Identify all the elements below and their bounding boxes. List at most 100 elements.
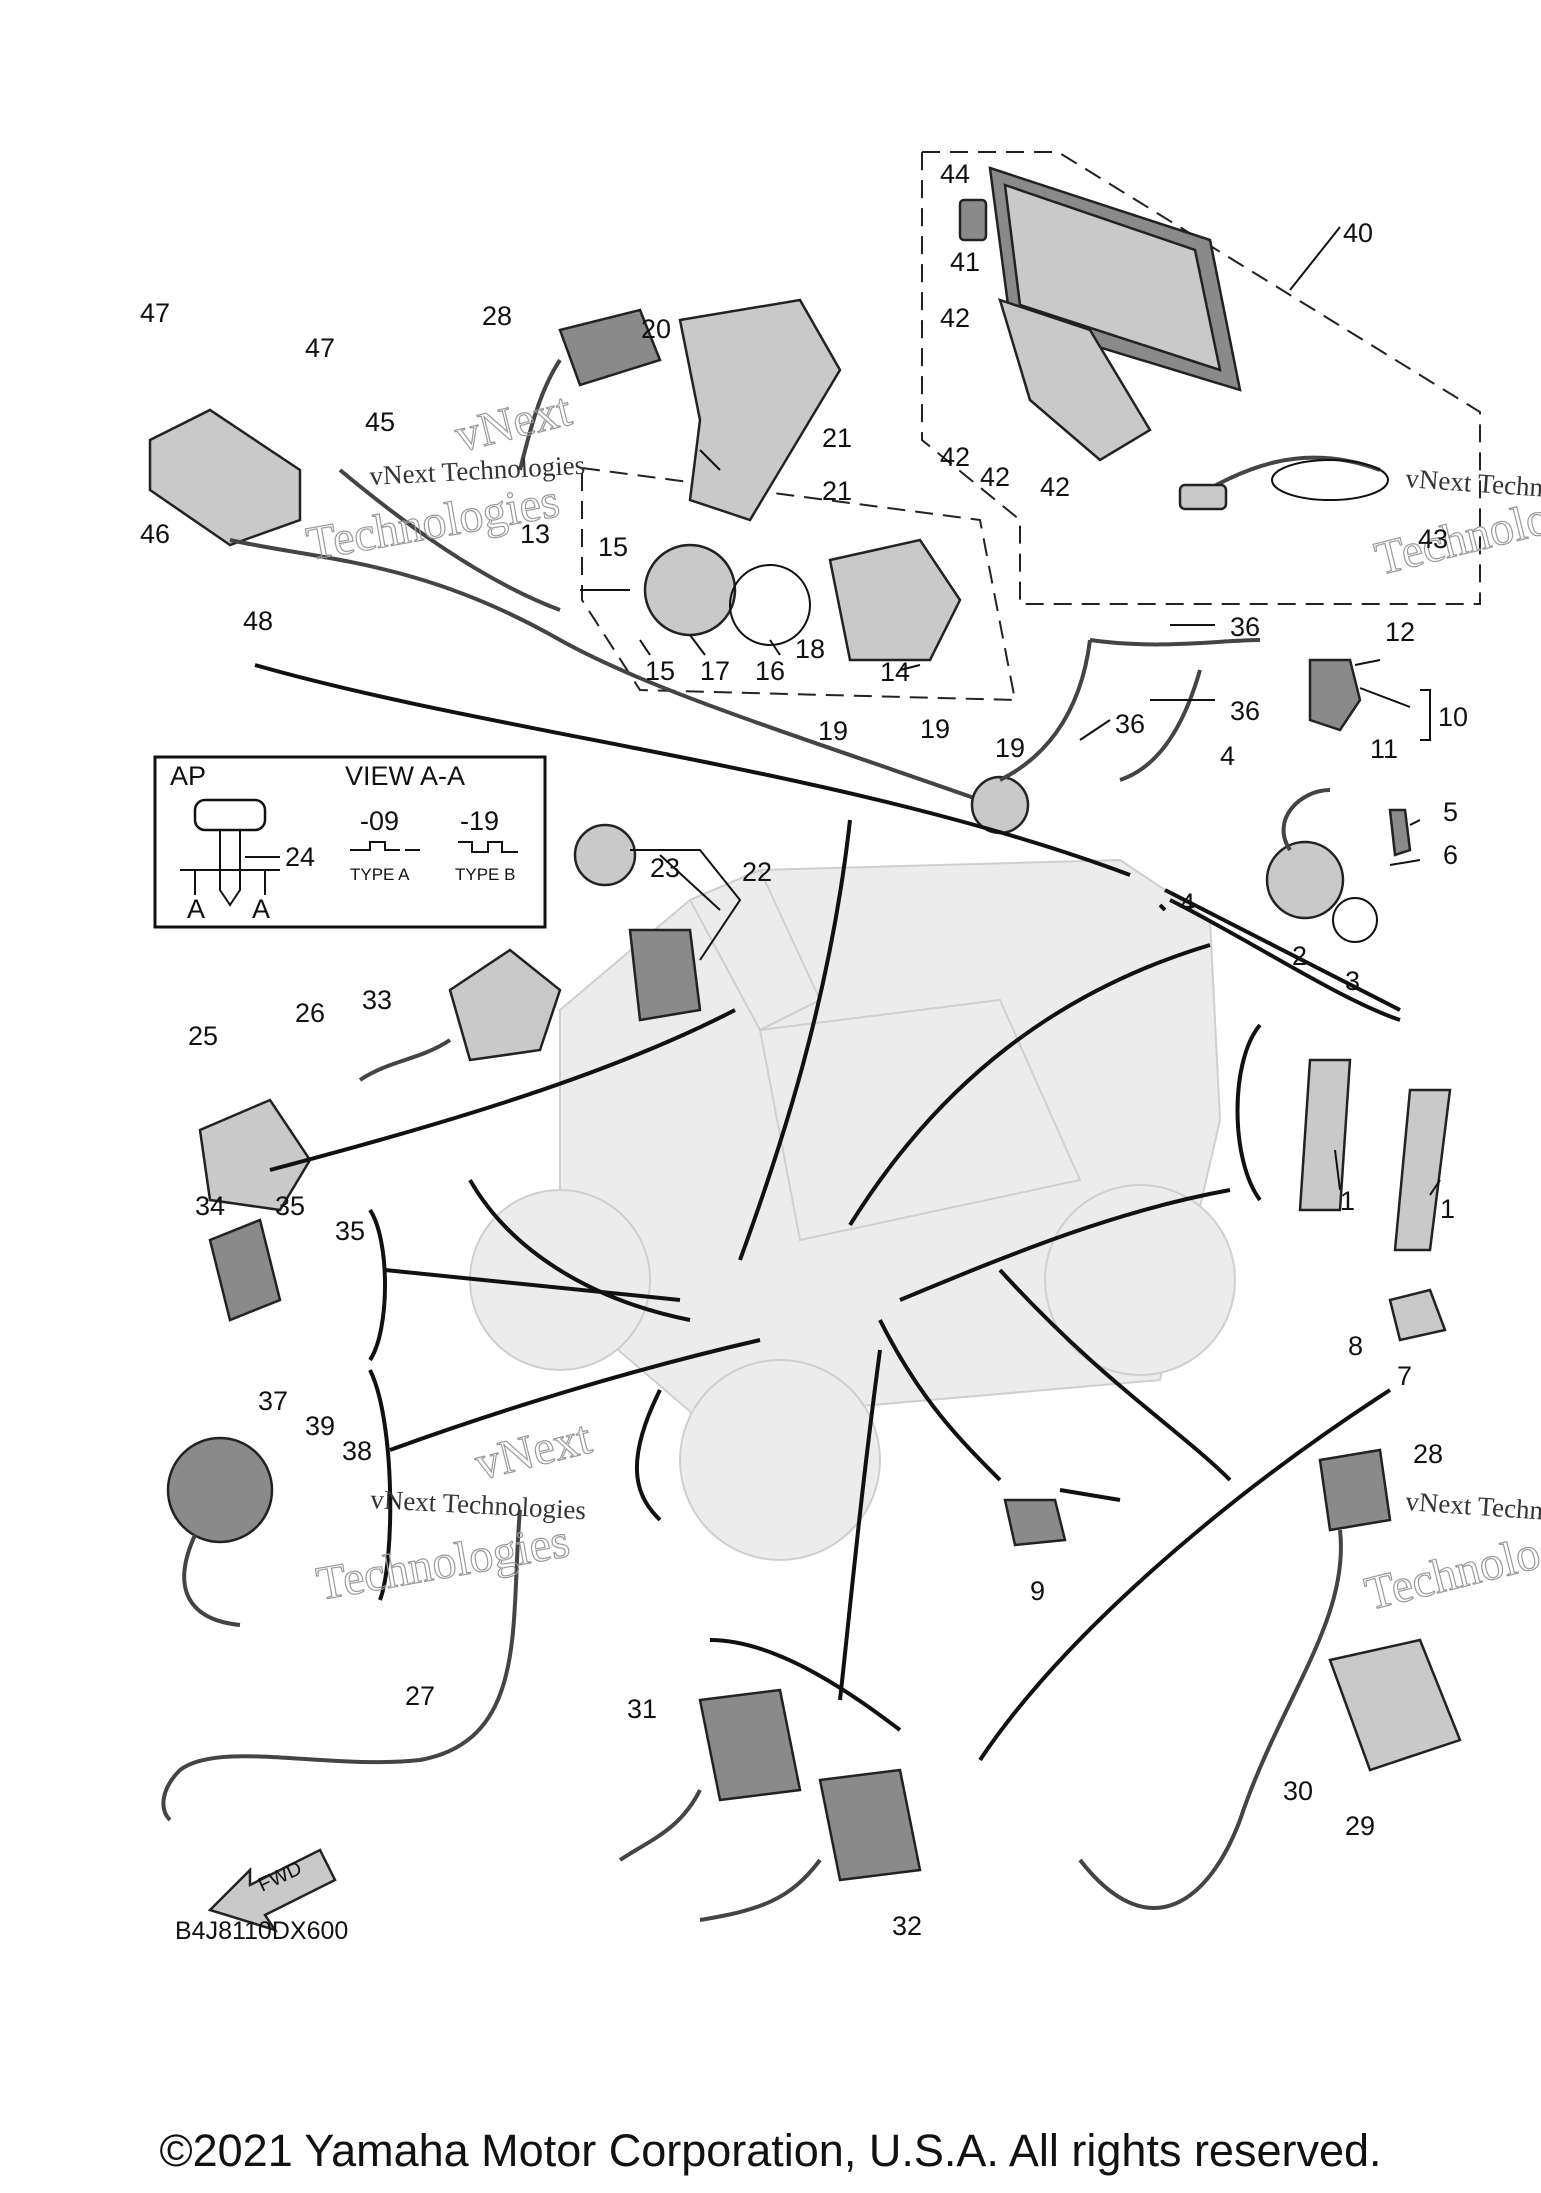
callout-43: 43 xyxy=(1418,524,1448,554)
callout-5: 5 xyxy=(1443,797,1458,827)
key-inset: AP VIEW A-A -09 -19 TYPE A TYPE B A A 24 xyxy=(153,755,547,929)
callout-14: 14 xyxy=(880,657,910,687)
callout-42-c: 42 xyxy=(980,462,1010,492)
callout-36-b: 36 xyxy=(1230,696,1260,726)
callout-7: 7 xyxy=(1397,1361,1412,1391)
inset-variant-a-type: TYPE A xyxy=(350,865,410,884)
relay-unit xyxy=(573,823,702,1022)
callout-9: 9 xyxy=(1030,1576,1045,1606)
callout-19-b: 19 xyxy=(920,714,950,744)
key-head-icon xyxy=(193,798,267,832)
meter-bracket xyxy=(998,298,1152,462)
callout-44: 44 xyxy=(940,159,970,189)
callout-36-c: 36 xyxy=(1115,709,1145,739)
callout-41: 41 xyxy=(950,247,980,277)
callout-29: 29 xyxy=(1345,1811,1375,1841)
callout-11: 11 xyxy=(1370,734,1398,764)
callout-4-b: 4 xyxy=(1180,888,1195,918)
meter-display xyxy=(988,166,1242,392)
callout-1-a: 1 xyxy=(1340,1186,1355,1216)
mounting-bracket xyxy=(678,298,842,522)
inset-part-ref: 24 xyxy=(285,842,315,872)
sensor-leads xyxy=(999,638,1261,782)
drawing-number: B4J8110DX600 xyxy=(175,1917,348,1945)
callout-numbers: 40 44 41 42 42 42 42 43 47 47 45 28 20 2… xyxy=(140,159,1468,1941)
inset-variant-b-type: TYPE B xyxy=(455,865,515,884)
callout-15-b: 15 xyxy=(645,656,675,686)
callout-47-a: 47 xyxy=(140,298,170,328)
leader-lines xyxy=(580,226,1441,1196)
thermo-sensor xyxy=(1388,808,1412,857)
callout-21-b: 21 xyxy=(822,476,852,506)
callout-40: 40 xyxy=(1343,218,1373,248)
callout-34: 34 xyxy=(195,1191,225,1221)
key-part xyxy=(958,198,988,242)
sensor-bracket xyxy=(208,1218,282,1322)
copyright-notice: ©2021 Yamaha Motor Corporation, U.S.A. A… xyxy=(159,2125,1382,2176)
speed-sensor-assembly xyxy=(643,538,962,662)
callout-21-a: 21 xyxy=(822,423,852,453)
meter-group-boundary xyxy=(921,151,1481,605)
inset-section-mark-left: A xyxy=(187,894,205,924)
callout-19-a: 19 xyxy=(818,716,848,746)
callout-12: 12 xyxy=(1385,617,1415,647)
watermark-9: vNext Technologies xyxy=(1405,1486,1541,1531)
callout-35-b: 35 xyxy=(335,1216,365,1246)
callout-3: 3 xyxy=(1345,966,1360,996)
inset-region-label: AP xyxy=(170,761,206,791)
callout-31: 31 xyxy=(627,1694,657,1724)
meter-cable xyxy=(1178,455,1389,511)
pressure-sensor xyxy=(1388,1288,1447,1342)
solenoid-lower xyxy=(1078,1448,1462,1910)
watermark-7: vNext xyxy=(470,1411,597,1491)
control-unit xyxy=(148,408,302,547)
callout-28-b: 28 xyxy=(1413,1439,1443,1469)
callout-25: 25 xyxy=(188,1021,218,1051)
horn xyxy=(166,1436,274,1627)
callout-33: 33 xyxy=(362,985,392,1015)
lead-27 xyxy=(161,1509,522,1822)
callout-15-a: 15 xyxy=(598,532,628,562)
inset-section-mark-right: A xyxy=(252,894,270,924)
callout-23: 23 xyxy=(650,853,680,883)
inset-variant-b-suffix: -19 xyxy=(460,806,499,836)
callout-2: 2 xyxy=(1292,941,1307,971)
callout-39: 39 xyxy=(305,1411,335,1441)
callout-27: 27 xyxy=(405,1681,435,1711)
inset-variant-a-suffix: -09 xyxy=(360,806,399,836)
callout-30: 30 xyxy=(1283,1776,1313,1806)
inset-view-label: VIEW A-A xyxy=(345,761,465,791)
relays xyxy=(618,1688,922,1922)
callout-45: 45 xyxy=(365,407,395,437)
neutral-switch xyxy=(1003,1498,1067,1547)
watermark-10: Technologies xyxy=(1360,1508,1541,1621)
callout-10: 10 xyxy=(1438,702,1468,732)
callout-6: 6 xyxy=(1443,840,1458,870)
callout-4-a: 4 xyxy=(1220,741,1235,771)
callout-17: 17 xyxy=(700,656,730,686)
light-switch xyxy=(198,1098,312,1212)
callout-19-c: 19 xyxy=(995,733,1025,763)
callout-32: 32 xyxy=(892,1911,922,1941)
callout-42-b: 42 xyxy=(940,442,970,472)
ignition-coils xyxy=(1298,1058,1452,1252)
solenoid-upper xyxy=(518,308,662,471)
callout-37: 37 xyxy=(258,1386,288,1416)
callout-35-a: 35 xyxy=(275,1191,305,1221)
callout-46: 46 xyxy=(140,519,170,549)
lead-wire xyxy=(338,468,561,612)
callout-48: 48 xyxy=(243,606,273,636)
callout-42-d: 42 xyxy=(1040,472,1070,502)
crank-sensor xyxy=(1265,788,1378,943)
callout-20: 20 xyxy=(641,314,671,344)
callout-1-b: 1 xyxy=(1440,1194,1455,1224)
callout-38: 38 xyxy=(342,1436,372,1466)
callout-22: 22 xyxy=(742,857,772,887)
main-switch xyxy=(448,948,562,1062)
callout-8: 8 xyxy=(1348,1331,1363,1361)
sub-wire-harness xyxy=(229,538,981,802)
callout-16: 16 xyxy=(755,656,785,686)
callout-28-a: 28 xyxy=(482,301,512,331)
callout-26: 26 xyxy=(295,998,325,1028)
